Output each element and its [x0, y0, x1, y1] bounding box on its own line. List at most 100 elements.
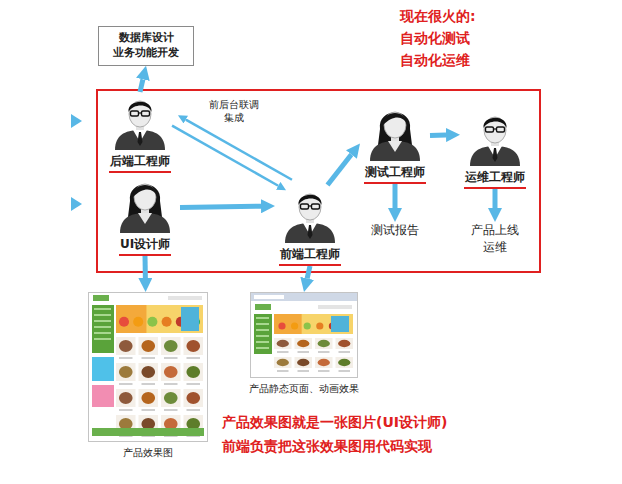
drawing-part — [139, 337, 159, 355]
drawing-part — [298, 351, 310, 353]
drawing-part — [297, 359, 309, 366]
drawing-part — [256, 323, 269, 325]
drawing-part — [285, 223, 335, 243]
caption: 产品效果图 — [88, 446, 208, 460]
drawing-part — [254, 314, 272, 354]
drawing-part — [181, 307, 199, 331]
drawing-part — [295, 357, 313, 368]
drawing-part — [119, 409, 133, 411]
output-text: 测试报告 — [360, 222, 430, 239]
drawing-part — [316, 322, 323, 329]
drawing-part — [89, 293, 208, 442]
role-figure: UI设计师 — [110, 175, 180, 256]
caption: 产品静态页面、动画效果 — [244, 382, 364, 396]
drawing-part — [119, 392, 133, 404]
drawing-part — [251, 293, 357, 301]
drawing-part — [339, 351, 351, 353]
note-text: 前端负责把这张效果图用代码实现 — [222, 438, 432, 456]
drawing-part — [92, 428, 204, 436]
drawing-part — [277, 370, 289, 372]
drawing-part — [318, 370, 330, 372]
drawing-part — [186, 340, 200, 352]
screenshot-image — [250, 292, 358, 378]
screenshot: 产品效果图 — [88, 292, 208, 460]
note-text: 产品效果图就是一张图片(UI设计师) — [222, 414, 447, 432]
drawing-part — [256, 347, 269, 349]
drawing-part — [133, 185, 157, 197]
drawing-part — [187, 383, 201, 385]
drawing-part — [184, 389, 204, 407]
drawing-part — [142, 409, 156, 411]
process-box: 数据库设计 业务功能开发 — [98, 26, 194, 66]
drawing-part — [256, 335, 269, 337]
drawing-part — [164, 340, 178, 352]
drawing-part — [141, 392, 155, 404]
drawing-part — [93, 295, 109, 301]
drawing-part — [274, 357, 292, 368]
flow-arrow — [430, 133, 446, 138]
drawing-part — [94, 332, 111, 334]
drawing-part — [274, 338, 292, 349]
drawing-part — [484, 117, 506, 143]
drawing-part — [116, 337, 136, 355]
drawing-part — [295, 338, 313, 349]
drawing-part — [186, 392, 200, 404]
drawing-part — [186, 366, 200, 378]
drawing-part — [256, 341, 269, 343]
drawing-part — [338, 340, 350, 347]
role-figure: 测试工程师 — [360, 103, 430, 184]
role-figure: 前端工程师 — [275, 185, 345, 266]
drawing-part — [184, 337, 204, 355]
drawing-part — [119, 383, 133, 385]
drawing-part — [254, 295, 284, 299]
drawing-part — [138, 132, 143, 146]
drawing-part — [139, 389, 159, 407]
flow-arrow — [328, 155, 352, 185]
drawing-part — [161, 389, 181, 407]
drawing-part — [128, 185, 162, 218]
flow-arrow — [393, 184, 398, 208]
drawing-part — [147, 317, 157, 327]
drawing-part — [497, 127, 505, 132]
drawing-part — [297, 340, 309, 347]
drawing-part — [486, 127, 494, 132]
drawing-part — [94, 320, 111, 322]
drawing-part — [119, 357, 133, 359]
drawing-part — [115, 130, 165, 150]
note-text: 自动化测试 — [400, 30, 470, 48]
drawing-part — [493, 148, 498, 162]
flow-arrow — [180, 206, 261, 207]
drawing-part — [92, 357, 114, 381]
flow-arrow — [172, 126, 278, 186]
drawing-part — [131, 111, 139, 116]
drawing-part — [162, 317, 172, 327]
drawing-part — [164, 357, 178, 359]
drawing-part — [187, 357, 201, 359]
drawing-part — [299, 194, 321, 220]
drawing-part — [256, 329, 269, 331]
drawing-part — [139, 363, 159, 381]
person-icon — [282, 185, 338, 243]
drawing-part — [339, 370, 351, 372]
drawing-part — [318, 359, 330, 366]
drawing-part — [116, 305, 146, 333]
drawing-part — [277, 340, 289, 347]
screenshot: 产品静态页面、动画效果 — [244, 292, 364, 396]
output-text: 产品上线 运维 — [460, 222, 530, 256]
drawing-part — [164, 409, 178, 411]
role-label: 运维工程师 — [464, 169, 526, 189]
drawing-part — [142, 111, 150, 116]
drawing-part — [312, 204, 320, 209]
drawing-part — [120, 213, 170, 233]
output-text: 测试报告 — [360, 222, 430, 239]
node-text: 数据库设计 业务功能开发 — [103, 31, 189, 61]
drawing-part — [274, 314, 302, 334]
flow-arrow — [186, 120, 292, 180]
drawing-part — [308, 225, 313, 239]
drawing-part — [187, 409, 201, 411]
drawing-part — [331, 316, 349, 332]
drawing-part — [256, 317, 269, 319]
role-label: 测试工程师 — [364, 164, 426, 184]
person-icon — [467, 108, 523, 166]
drawing-part — [161, 337, 181, 355]
